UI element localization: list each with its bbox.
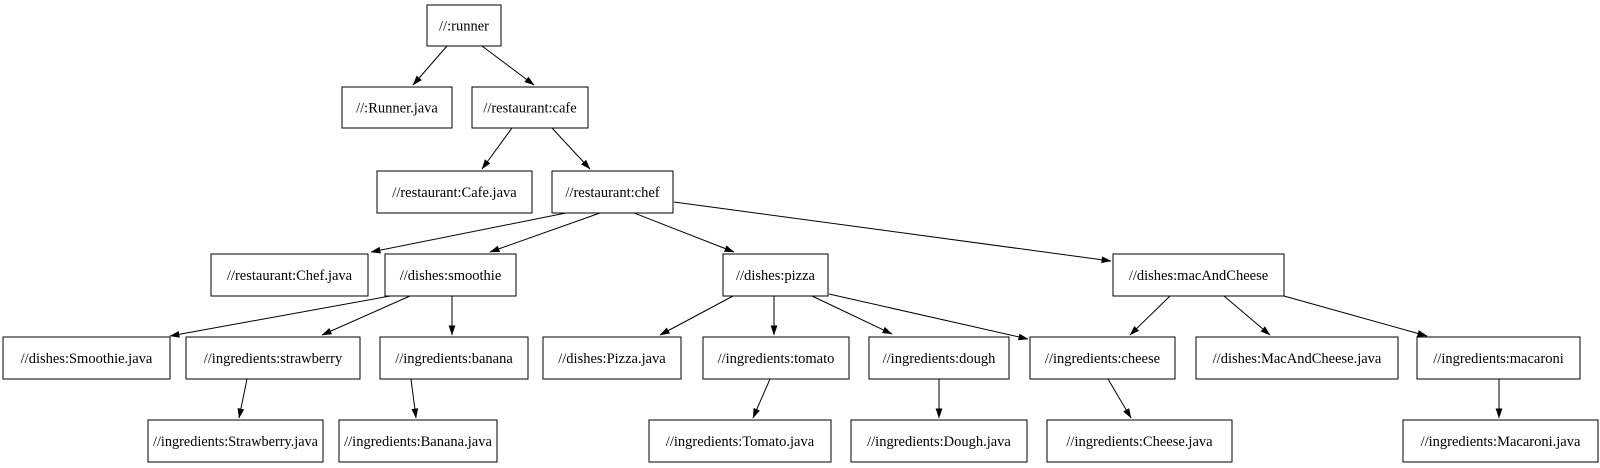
node-runner-java: //:Runner.java (341, 86, 453, 129)
node-box-cafe (471, 86, 589, 129)
node-chef-java: //restaurant:Chef.java (210, 253, 369, 297)
node-label-mac-and-cheese-java: //dishes:MacAndCheese.java (1213, 351, 1382, 367)
node-label-banana: //ingredients:banana (395, 351, 513, 367)
node-runner: //:runner (426, 4, 502, 47)
node-label-tomato-java: //ingredients:Tomato.java (666, 434, 815, 450)
edge-smoothie-to-smoothie-java (169, 295, 391, 338)
node-strawberry: //ingredients:strawberry (185, 336, 361, 380)
node-mac-and-cheese: //dishes:macAndCheese (1112, 253, 1285, 297)
node-label-mac-and-cheese: //dishes:macAndCheese (1129, 268, 1268, 284)
edge-cafe-to-cafe-java (481, 127, 513, 170)
node-smoothie-java: //dishes:Smoothie.java (2, 336, 171, 380)
node-banana: //ingredients:banana (379, 336, 529, 380)
edge-banana-to-banana-java (410, 378, 419, 419)
node-box-cheese (1029, 336, 1176, 380)
node-cheese-java: //ingredients:Cheese.java (1046, 419, 1233, 463)
edge-pizza-to-cheese (828, 293, 1029, 341)
node-label-dough-java: //ingredients:Dough.java (867, 434, 1011, 450)
node-box-cheese-java (1046, 419, 1233, 463)
node-cafe: //restaurant:cafe (471, 86, 589, 129)
node-cheese: //ingredients:cheese (1029, 336, 1176, 380)
edge-cafe-to-chef (551, 127, 591, 170)
edge-smoothie-to-strawberry (321, 295, 411, 336)
node-box-runner-java (341, 86, 453, 129)
node-label-cafe: //restaurant:cafe (483, 101, 576, 117)
node-box-smoothie (384, 253, 517, 297)
edge-chef-to-smoothie (489, 212, 601, 253)
edge-tomato-to-tomato-java (752, 378, 771, 419)
node-label-strawberry: //ingredients:strawberry (204, 351, 343, 367)
node-mac-and-cheese-java: //dishes:MacAndCheese.java (1195, 336, 1399, 380)
node-box-banana (379, 336, 529, 380)
node-label-cheese: //ingredients:cheese (1045, 351, 1160, 367)
edge-chef-to-chef-java (370, 212, 567, 254)
graph-edges-layer (169, 45, 1503, 419)
node-box-macaroni (1416, 336, 1581, 380)
edge-cheese-to-cheese-java (1107, 378, 1132, 419)
node-tomato-java: //ingredients:Tomato.java (648, 419, 832, 463)
node-label-pizza: //dishes:pizza (736, 268, 815, 284)
edge-pizza-to-pizza-java (659, 295, 734, 336)
node-tomato: //ingredients:tomato (702, 336, 850, 380)
node-label-macaroni-java: //ingredients:Macaroni.java (1421, 434, 1581, 450)
graph-nodes-layer: //:runner //:Runner.java //restaurant:cafe… (2, 4, 1599, 463)
node-label-runner-java: //:Runner.java (356, 101, 438, 117)
node-cafe-java: //restaurant:Cafe.java (376, 170, 533, 214)
node-box-smoothie-java (2, 336, 171, 380)
node-label-tomato: //ingredients:tomato (718, 351, 835, 367)
node-strawberry-java: //ingredients:Strawberry.java (147, 419, 324, 463)
edge-strawberry-to-strawberry-java (237, 378, 248, 419)
node-label-chef-java: //restaurant:Chef.java (227, 268, 353, 284)
edge-runner-to-cafe (481, 45, 535, 86)
node-label-dough: //ingredients:dough (883, 351, 997, 367)
node-box-dough-java (850, 419, 1028, 463)
node-box-pizza-java (542, 336, 682, 380)
node-pizza: //dishes:pizza (722, 253, 829, 297)
edge-runner-to-runner-java (412, 45, 448, 86)
node-box-chef-java (210, 253, 369, 297)
node-macaroni-java: //ingredients:Macaroni.java (1402, 419, 1599, 463)
node-banana-java: //ingredients:Banana.java (338, 419, 498, 463)
node-box-strawberry-java (147, 419, 324, 463)
node-dough: //ingredients:dough (868, 336, 1010, 380)
node-macaroni: //ingredients:macaroni (1416, 336, 1581, 380)
node-label-cheese-java: //ingredients:Cheese.java (1066, 434, 1213, 450)
node-dough-java: //ingredients:Dough.java (850, 419, 1028, 463)
node-label-smoothie: //dishes:smoothie (400, 268, 502, 284)
node-box-pizza (722, 253, 829, 297)
node-label-smoothie-java: //dishes:Smoothie.java (21, 351, 153, 367)
node-chef: //restaurant:chef (551, 170, 674, 214)
edge-chef-to-pizza (633, 212, 735, 253)
edge-mac-and-cheese-to-cheese (1129, 295, 1171, 336)
node-smoothie: //dishes:smoothie (384, 253, 517, 297)
node-box-mac-and-cheese (1112, 253, 1285, 297)
edge-pizza-to-dough (811, 295, 893, 335)
edge-mac-and-cheese-to-mac-and-cheese-java (1223, 295, 1271, 336)
edge-mac-and-cheese-to-macaroni (1283, 295, 1428, 337)
node-label-cafe-java: //restaurant:Cafe.java (392, 185, 517, 201)
node-box-tomato (702, 336, 850, 380)
node-box-dough (868, 336, 1010, 380)
node-label-macaroni: //ingredients:macaroni (1433, 351, 1563, 367)
node-box-chef (551, 170, 674, 214)
node-label-banana-java: //ingredients:Banana.java (344, 434, 492, 450)
node-box-cafe-java (376, 170, 533, 214)
node-box-banana-java (338, 419, 498, 463)
edge-chef-to-mac-and-cheese (673, 201, 1112, 264)
node-box-macaroni-java (1402, 419, 1599, 463)
node-label-pizza-java: //dishes:Pizza.java (558, 351, 666, 367)
node-label-chef: //restaurant:chef (565, 185, 659, 201)
node-label-strawberry-java: //ingredients:Strawberry.java (153, 434, 319, 450)
node-box-strawberry (185, 336, 361, 380)
node-label-runner: //:runner (439, 19, 489, 35)
node-box-runner (426, 4, 502, 47)
node-box-tomato-java (648, 419, 832, 463)
node-pizza-java: //dishes:Pizza.java (542, 336, 682, 380)
node-box-mac-and-cheese-java (1195, 336, 1399, 380)
